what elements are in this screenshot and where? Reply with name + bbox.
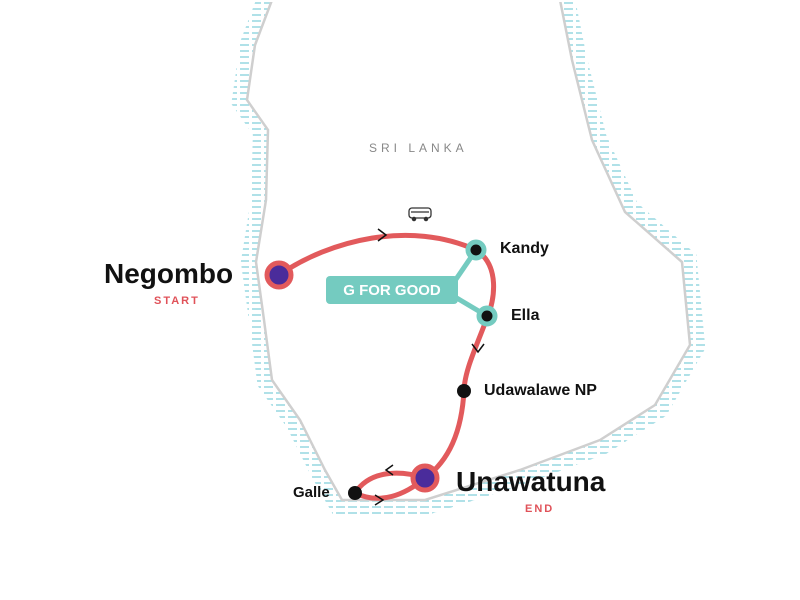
stop-label-udawalawe: Udawalawe NP xyxy=(484,382,597,399)
g-for-good-badge[interactable]: G FOR GOOD xyxy=(343,282,441,299)
stop-label-ella: Ella xyxy=(511,307,540,324)
country-label: SRI LANKA xyxy=(369,141,468,155)
stop-label-negombo: Negombo xyxy=(104,258,234,289)
stop-label-unawatuna: Unawatuna xyxy=(456,466,606,497)
stop-marker-udawalawe[interactable] xyxy=(457,384,471,398)
stop-marker-negombo[interactable] xyxy=(264,260,294,290)
stop-marker-ella[interactable] xyxy=(476,305,498,327)
stop-marker-unawatuna[interactable] xyxy=(410,463,440,493)
stop-marker-galle[interactable] xyxy=(348,486,362,500)
direction-arrows xyxy=(374,228,485,506)
stop-label-kandy: Kandy xyxy=(500,240,549,257)
stop-marker-kandy[interactable] xyxy=(465,239,487,261)
bus-icon xyxy=(408,207,432,222)
stop-label-galle: Galle xyxy=(293,484,330,501)
g-for-good-badge-bg xyxy=(326,276,458,304)
start-tag: START xyxy=(154,295,200,307)
end-tag: END xyxy=(525,503,555,515)
